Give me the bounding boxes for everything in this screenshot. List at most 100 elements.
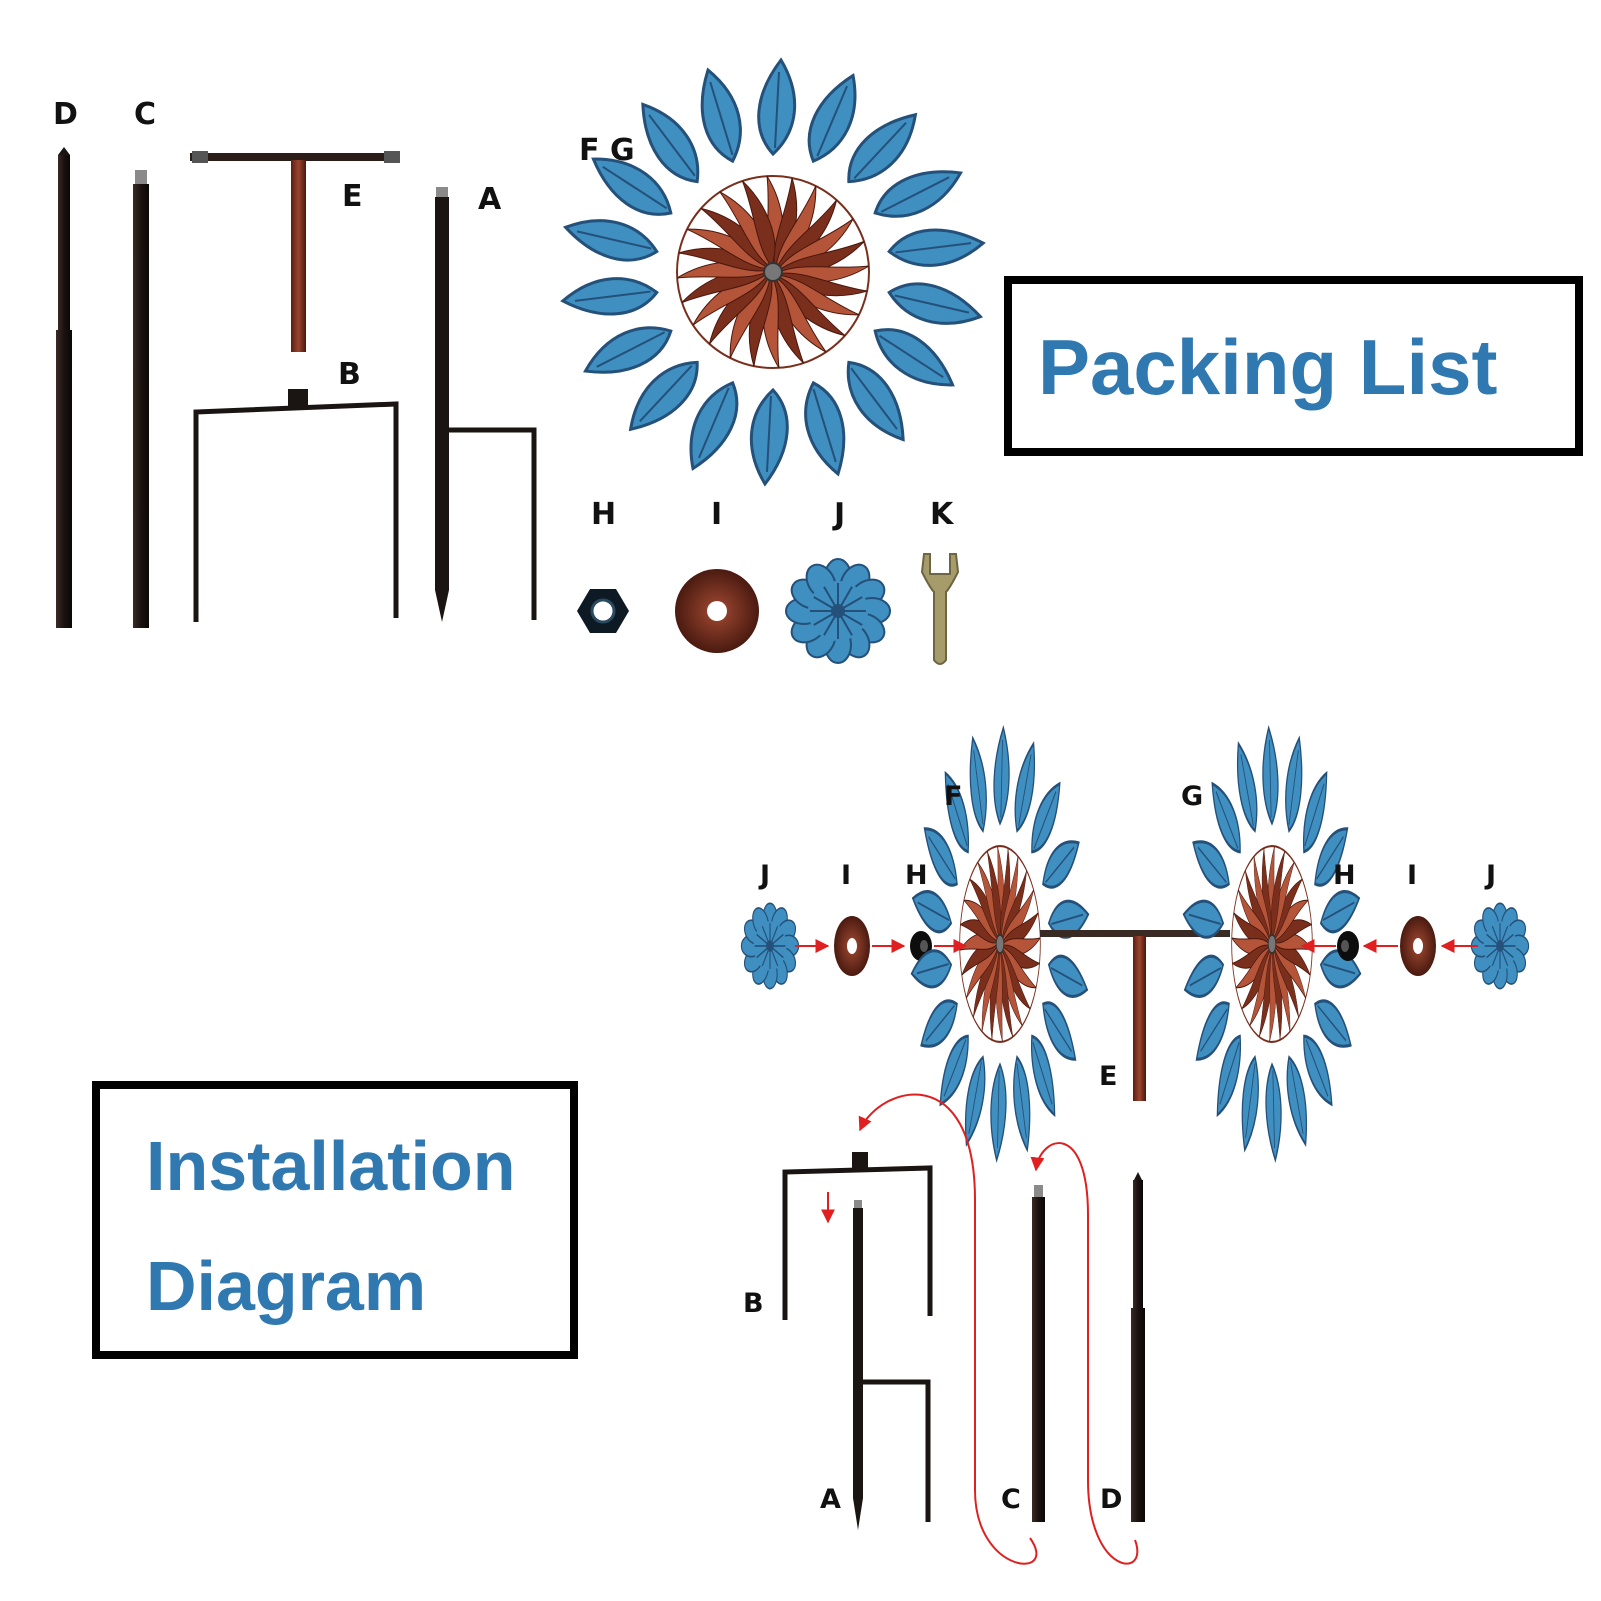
cap-rib [772,947,784,959]
packing-list-title: Packing List [1038,323,1497,411]
installation-title-line1: Installation [146,1127,515,1205]
install-pole-c [1032,1185,1045,1522]
pinwheel-petal [1286,1055,1307,1147]
pinwheel-hub [995,933,1005,955]
install-label-c: C [1001,1484,1021,1515]
pinwheel-petal [1047,899,1090,939]
pinwheel-petal [1314,827,1349,887]
part-e-axle [190,151,400,352]
pinwheel-petal [689,380,739,471]
pinwheel-petal [969,735,987,833]
pinwheel-petal [1192,840,1230,889]
install-label-h-left: H [905,860,928,891]
pinwheel-petal [583,326,673,374]
pinwheel-petal [1262,725,1279,826]
pinwheel-petal [873,328,955,387]
install-cap-j-left [740,902,800,990]
cap-rib [1501,949,1509,967]
label-b: B [338,357,361,392]
install-label-d: D [1100,1484,1122,1515]
pinwheel-petal [911,890,953,934]
pinwheel-petal [944,770,970,854]
cap-rib [1491,949,1499,967]
pinwheel-petal [1216,1034,1242,1118]
pinwheel-petal [1031,781,1061,854]
install-label-e: E [1099,1061,1117,1092]
cap-rib [840,615,853,636]
pinwheel-petal [807,73,857,164]
pinwheel-petal [560,277,659,316]
pinwheel-blade [1271,850,1286,940]
install-label-j-left: J [758,860,770,891]
cap-rib [761,949,769,967]
pinwheel-petal [1302,770,1328,854]
pinwheel-petal [923,827,958,887]
pinwheel-petal [1241,1055,1259,1153]
cap-rib [823,586,836,607]
pinwheel-petal [873,170,963,218]
pinwheel-petal [804,380,846,477]
pinwheel-petal [1265,1062,1282,1163]
pinwheel-petal [749,387,789,487]
pinwheel-blade [741,180,776,268]
pinwheel-petal [1211,781,1241,854]
pinwheel-petal [1195,1001,1230,1061]
cap-rib [756,947,768,959]
pinwheel-petal [1042,840,1080,889]
cap-rib [823,615,836,636]
cap-center [766,940,774,952]
cap-center [1496,940,1504,952]
pinwheel-petal [641,102,700,184]
installation-section: F G J I H H I J E B A C D [740,725,1530,1565]
pinwheel-petal [887,282,983,325]
label-k: K [930,497,955,532]
pinwheel-petal [1047,954,1089,998]
cap-rib [771,925,779,943]
install-pole-d [1131,1172,1145,1522]
pinwheel-petal [965,1055,986,1147]
part-b-stake [193,389,399,622]
install-stake-a [853,1200,931,1530]
pinwheel-petal [847,112,918,184]
cap-rib [1486,933,1498,945]
pinwheel-petal [563,219,659,262]
install-pinwheel-f [910,725,1090,1163]
install-washer-i-left [834,916,870,976]
pinwheel-petal [1319,890,1361,934]
part-a-stake [435,187,537,622]
install-label-g: G [1181,781,1203,812]
label-a: A [478,182,502,217]
pinwheel-petal [1014,741,1035,833]
cap-center [831,604,845,618]
cap-rib [840,586,853,607]
label-c: C [134,97,156,132]
pinwheel-hub [763,262,783,282]
install-label-f: F [944,781,962,812]
pinwheel-blade [986,850,1001,940]
label-h: H [591,497,616,532]
pinwheel-petal [1285,735,1303,833]
install-axle-e [1040,930,1230,1101]
cap-rib [842,596,863,609]
part-i-washer [675,569,759,653]
part-k-wrench [920,553,960,665]
install-label-i-left: I [841,860,851,891]
pinwheel-hub [1267,933,1277,955]
cap-rib [1502,933,1514,945]
install-washer-i-right [1400,916,1436,976]
pinwheel-petal [990,1062,1007,1163]
label-d: D [53,97,78,132]
part-c-pole [133,170,149,628]
part-d-pole [56,147,72,628]
pinwheel-petal [1030,1034,1056,1118]
cap-rib [1486,947,1498,959]
pinwheel-petal [1237,741,1258,833]
pinwheel-petal [887,228,986,267]
installation-title-box: Installation Diagram [92,1081,578,1359]
cap-rib [771,949,779,967]
installation-title-line2: Diagram [146,1247,426,1325]
packing-list-title-box: Packing List [1004,276,1583,456]
label-j: J [832,497,845,532]
part-j-cap [785,558,891,664]
